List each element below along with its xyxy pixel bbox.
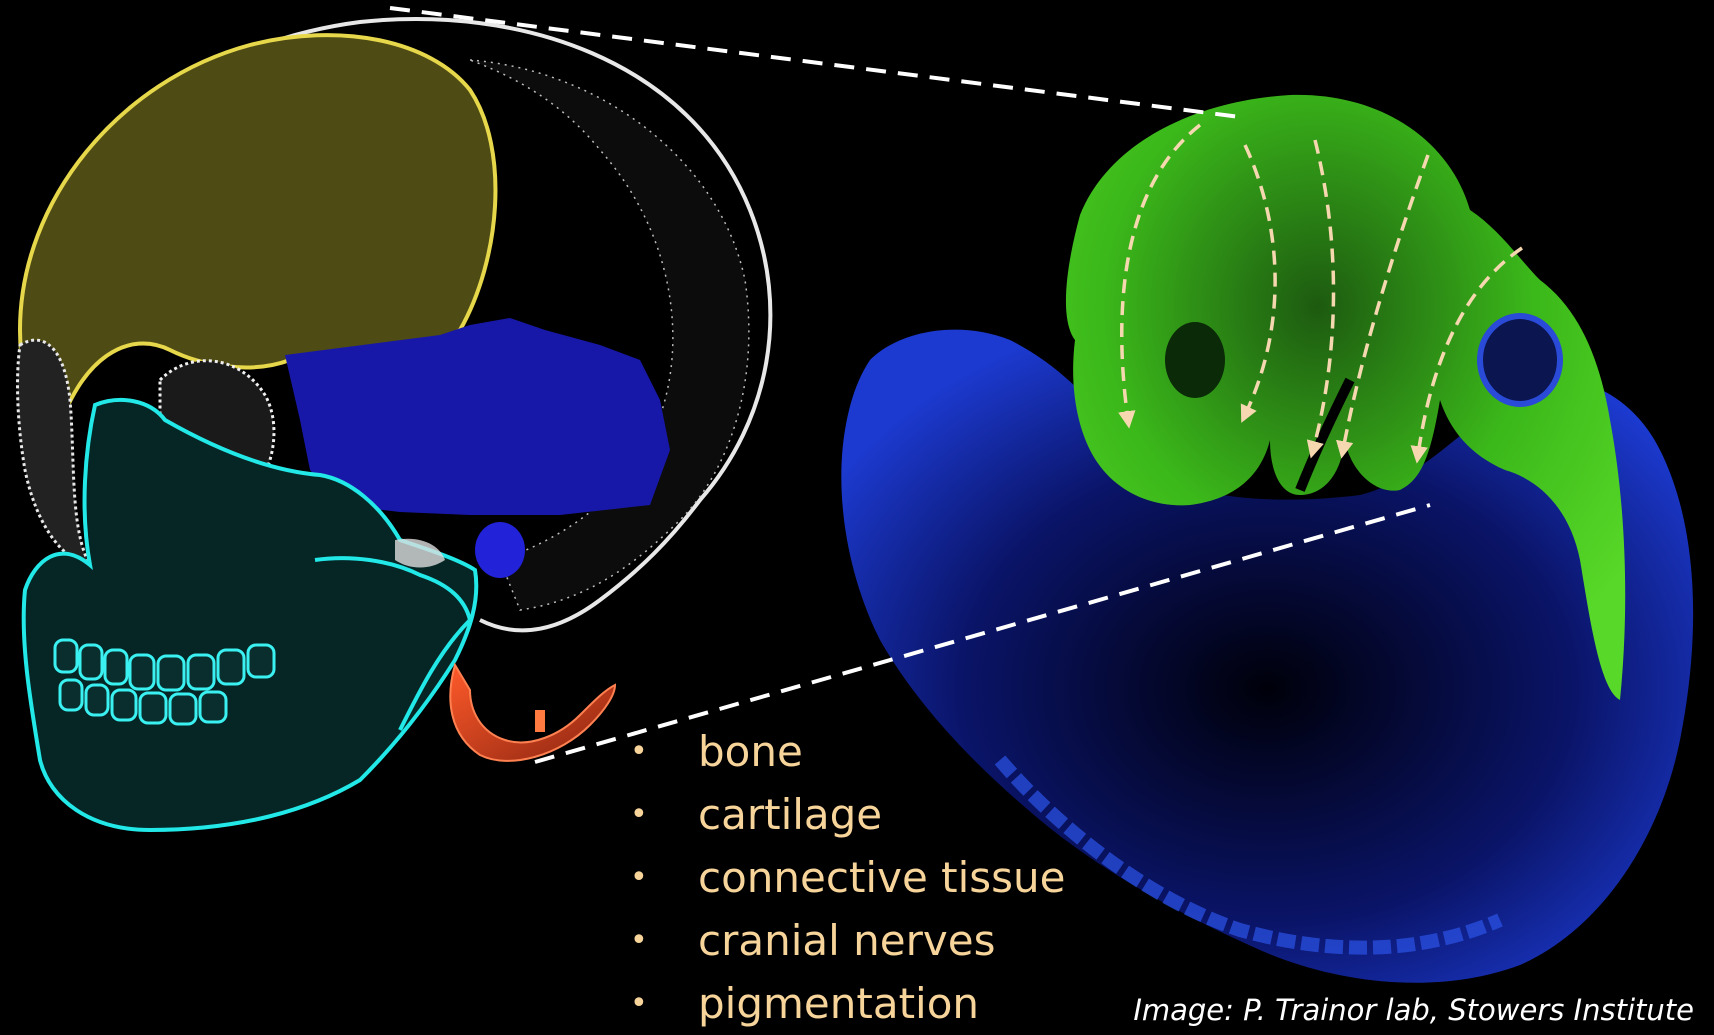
image-credit: Image: P. Trainor lab, Stowers Institute: [1133, 993, 1694, 1027]
skull-illustration: [18, 19, 771, 830]
arch-cavity-2: [1480, 316, 1560, 404]
hyoid-bone-illustration: [450, 665, 615, 761]
arch-cavity-1: [1165, 322, 1225, 398]
list-item: cranial nerves: [630, 909, 1066, 972]
list-item: bone: [630, 720, 1066, 783]
connector-line-top: [390, 8, 1240, 117]
list-item: cartilage: [630, 783, 1066, 846]
list-item: connective tissue: [630, 846, 1066, 909]
zygomatic-speckle: [395, 539, 445, 568]
list-item: pigmentation: [630, 972, 1066, 1035]
temporal-process: [475, 522, 525, 578]
derivative-list: bone cartilage connective tissue cranial…: [630, 720, 1066, 1035]
